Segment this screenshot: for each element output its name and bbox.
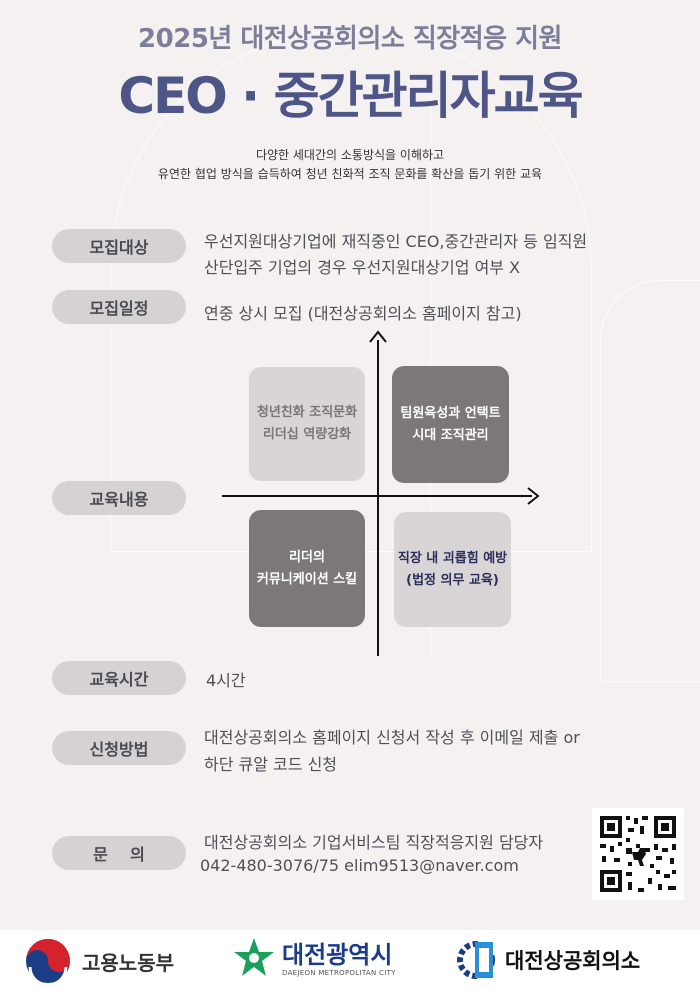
time-label: 교육시간 — [52, 661, 186, 695]
schedule-label: 모집일정 — [52, 290, 186, 324]
arrow-up-icon — [369, 330, 387, 343]
quadrant-text: 커뮤니케이션 스킬 — [256, 571, 358, 587]
arrow-right-icon — [527, 487, 540, 505]
quadrant-text: 리더십 역량강화 — [262, 427, 352, 442]
logo-daejeon-subtext: DAEJEON METROPOLITAN CITY — [282, 969, 396, 977]
quadrant-bottom-right: 직장 내 괴롭힘 예방 (법정 의무 교육) — [394, 512, 511, 627]
target-label: 모집대상 — [52, 229, 186, 263]
vertical-axis — [377, 340, 379, 656]
quadrant-text: 직장 내 괴롭힘 예방 — [397, 550, 508, 566]
quadrant-text: 청년친화 조직문화 — [256, 405, 358, 420]
contact-line-2: 042-480-3076/75 elim9513@naver.com — [200, 856, 519, 875]
quadrant-text: 시대 조직관리 — [412, 427, 489, 443]
apply-line-2: 하단 큐알 코드 신청 — [204, 755, 338, 774]
apply-line-1: 대전상공회의소 홈페이지 신청서 작성 후 이메일 제출 or — [204, 728, 580, 747]
contact-label: 문 의 — [52, 836, 186, 870]
year-title: 2025년 대전상공회의소 직장적응 지원 — [138, 24, 562, 54]
horizontal-axis — [222, 495, 532, 497]
footer: 고용노동부 대전광역시 DAEJEON METROPOLITAN CITY 대전… — [0, 930, 700, 990]
quadrant-text: 팀원육성과 언택트 — [400, 405, 501, 421]
logo-chamber-text: 대전상공회의소 — [505, 949, 641, 973]
contact-line-1: 대전상공회의소 기업서비스팀 직장적응지원 담당자 — [204, 833, 544, 852]
target-line-2: 산단입주 기업의 경우 우선지원대상기업 여부 X — [204, 258, 521, 277]
logo-daejeon-city: 대전광역시 DAEJEON METROPOLITAN CITY — [232, 936, 396, 982]
description-line-1: 다양한 세대간의 소통방식을 이해하고 — [255, 148, 445, 162]
qr-code-icon — [592, 808, 684, 900]
target-line-1: 우선지원대상기업에 재직중인 CEO,중간관리자 등 임직원 — [204, 232, 588, 251]
qr-code[interactable] — [592, 808, 684, 900]
moel-emblem-icon — [26, 939, 70, 985]
time-text: 4시간 — [206, 671, 246, 690]
logo-moel-text: 고용노동부 — [82, 950, 174, 975]
logo-daejeon-text: 대전광역시 — [282, 941, 393, 969]
logo-chamber: 대전상공회의소 — [455, 938, 640, 982]
chamber-gear-icon — [457, 941, 495, 979]
quadrant-text: 리더의 — [289, 549, 325, 565]
daejeon-emblem-icon — [234, 938, 274, 976]
schedule-text: 연중 상시 모집 (대전상공회의소 홈페이지 참고) — [204, 304, 522, 323]
content-label: 교육내용 — [52, 481, 186, 515]
apply-label: 신청방법 — [52, 731, 186, 765]
description-line-2: 유연한 협업 방식을 습득하여 청년 친화적 조직 문화를 확산을 돕기 위한 … — [157, 167, 543, 181]
logo-moel: 고용노동부 — [22, 937, 174, 985]
main-title: CEO · 중간관리자교육 — [118, 67, 583, 125]
background-decoration — [600, 280, 700, 682]
quadrant-text: (법정 의무 교육) — [406, 572, 499, 588]
